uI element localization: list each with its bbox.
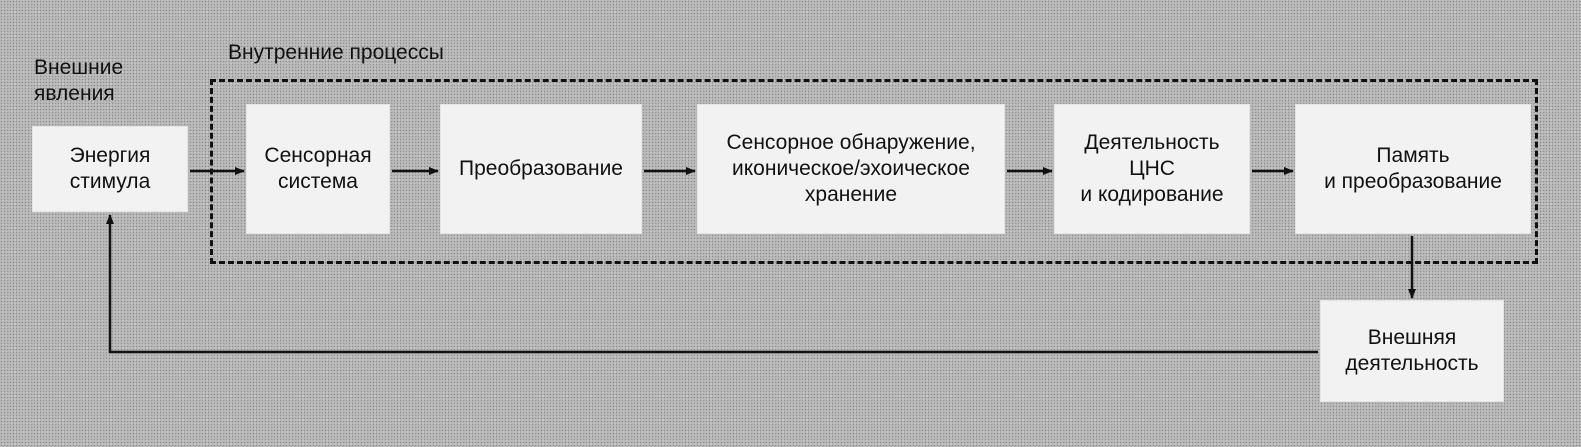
external-activity-box: Внешняя деятельность: [1320, 300, 1504, 402]
transformation-text: Преобразование: [459, 157, 623, 180]
memory-box: Память и преобразование: [1295, 104, 1531, 234]
sensory-system-box: Сенсорная система: [246, 104, 390, 234]
stimulus-energy-text: Энергия стимула: [69, 144, 151, 193]
memory-text: Память и преобразование: [1324, 144, 1502, 193]
sensory-detection-box: Сенсорное обнаружение, иконическое/эхоич…: [697, 104, 1005, 234]
external-activity-text: Внешняя деятельность: [1345, 326, 1479, 375]
cns-activity-box: Деятельность ЦНС и кодирование: [1054, 104, 1250, 234]
internal-processes-label: Внутренние процессы: [228, 41, 444, 64]
sensory-system-text: Сенсорная система: [264, 144, 372, 193]
feedback-loop-arrow: [106, 214, 1318, 354]
external-phenomena-label: Внешние явления: [34, 56, 124, 105]
cns-activity-text: Деятельность ЦНС и кодирование: [1080, 131, 1224, 206]
sensory-detection-text: Сенсорное обнаружение, иконическое/эхоич…: [726, 131, 976, 206]
stimulus-energy-box: Энергия стимула: [32, 126, 188, 212]
transformation-box: Преобразование: [440, 104, 642, 234]
